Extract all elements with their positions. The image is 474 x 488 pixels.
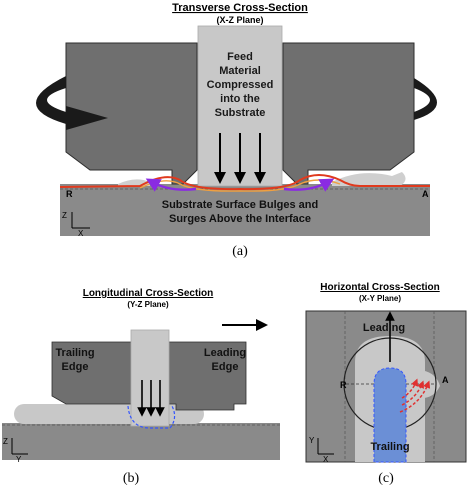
bulge-text-1: Substrate Surface Bulges and [162, 199, 319, 211]
caption-a: (a) [232, 244, 248, 259]
rotation-arrow-right [414, 78, 437, 120]
axis-z-label-b: Z [3, 437, 8, 446]
rotation-arrow-left [36, 76, 108, 130]
substrate-b [2, 423, 280, 460]
panel-a: Transverse Cross-Section (X-Z Plane) Fee… [36, 2, 437, 259]
panel-a-title: Transverse Cross-Section [172, 2, 308, 14]
label-r: R [66, 189, 73, 199]
panel-c: Horizontal Cross-Section (X-Y Plane) Lea… [305, 282, 467, 486]
flow-arrow-left [145, 178, 197, 192]
label-r-c: R [340, 380, 347, 390]
flow-red-2 [401, 380, 424, 406]
leading-label-c: Leading [363, 322, 405, 334]
bulge-inner [139, 179, 341, 192]
axis-x-label: X [78, 229, 84, 238]
flow-red-1 [399, 380, 431, 413]
axis-z-label: Z [62, 211, 67, 220]
label-a-c: A [442, 375, 449, 385]
trailing-edge-1: Trailing [55, 347, 94, 359]
feed-b [130, 329, 170, 427]
trailing-region-b [127, 405, 176, 429]
caption-c: (c) [378, 471, 394, 486]
panel-c-title: Horizontal Cross-Section [320, 282, 439, 293]
axis-y-label-b: Y [16, 455, 22, 464]
substrate [60, 184, 430, 236]
feed-line-1: Feed [227, 51, 253, 63]
panel-b-title: Longitudinal Cross-Section [83, 288, 214, 299]
tool-left [65, 42, 198, 185]
panel-b: Longitudinal Cross-Section (Y-Z Plane) T… [2, 288, 280, 486]
bulge-outline [59, 174, 430, 191]
axis-x-label-c: X [323, 455, 329, 464]
trailing-edge-2: Edge [62, 361, 89, 373]
tool-right [282, 42, 415, 185]
label-a: A [422, 189, 429, 199]
panel-c-subtitle: (X-Y Plane) [359, 294, 401, 303]
feed-line-2: Material [219, 65, 261, 77]
leading-edge-2: Edge [212, 361, 239, 373]
deposited-layer [14, 404, 204, 424]
flow-arrow-right [283, 178, 335, 192]
trailing-label-c: Trailing [370, 441, 409, 453]
axis-y-label-c: Y [309, 436, 315, 445]
bulge-text-2: Surges Above the Interface [169, 213, 311, 225]
trailing-region-c [373, 367, 407, 463]
flow-red-3 [401, 378, 419, 399]
panel-a-subtitle: (X-Z Plane) [216, 15, 263, 25]
feed-line-5: Substrate [215, 107, 266, 119]
feed-line-4: into the [220, 93, 260, 105]
feed-line-3: Compressed [207, 79, 274, 91]
flash-right [332, 172, 406, 186]
caption-b: (b) [123, 471, 140, 486]
leading-edge-1: Leading [204, 347, 246, 359]
panel-b-subtitle: (Y-Z Plane) [127, 300, 169, 309]
